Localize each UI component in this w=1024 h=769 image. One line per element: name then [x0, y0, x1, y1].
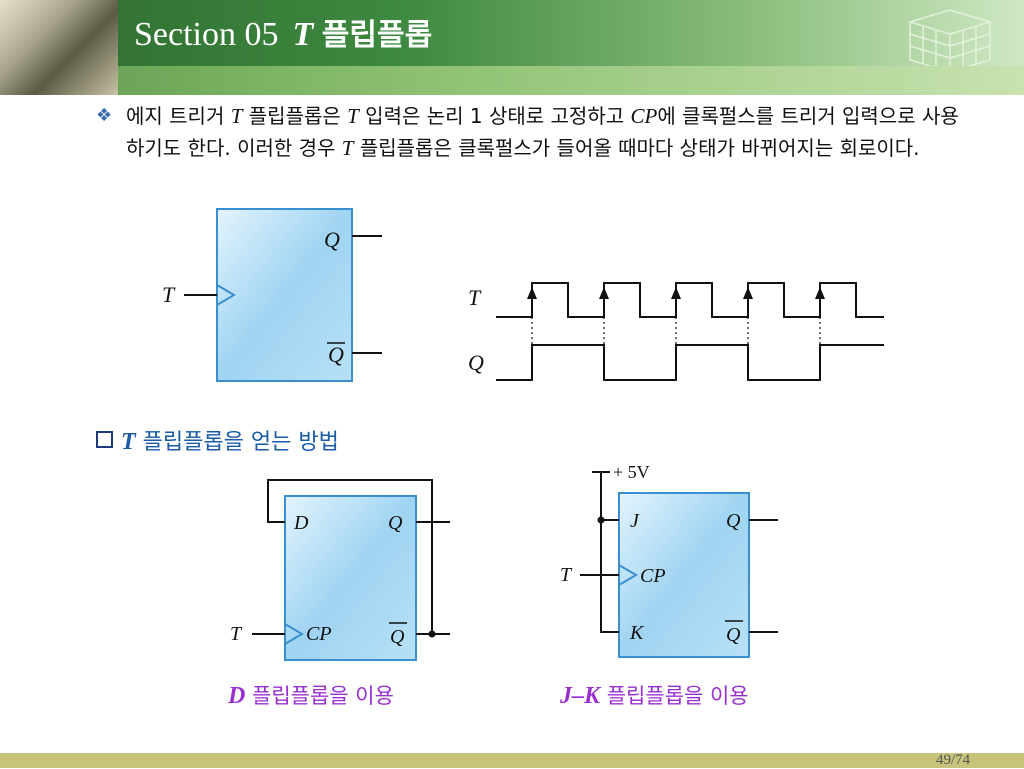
clock-waveform: [496, 282, 884, 318]
header-band: [0, 0, 1024, 66]
var-t: T: [347, 104, 359, 128]
var-cp: CP: [630, 104, 658, 128]
slide-header: Section 05 T 플립플롭: [0, 0, 1024, 95]
page-number: 49/74: [936, 752, 971, 768]
caption-jk-var: J–K: [560, 683, 601, 709]
feedback-wire: [267, 479, 433, 634]
text-part: 입력은 논리 1 상태로 고정하고: [358, 104, 631, 128]
caption-jk: J–K 플립플롭을 이용: [560, 680, 749, 710]
var-t: T: [230, 104, 243, 128]
label-q: Q: [726, 510, 741, 532]
label-q: Q: [324, 227, 340, 252]
text-part: 플립플롭은: [242, 104, 348, 128]
label-t: T: [230, 623, 243, 645]
caption-d-text: 플립플롭을 이용: [245, 684, 394, 708]
header-strip: [0, 66, 1024, 95]
clock-triangle-icon: [284, 623, 304, 645]
header-photo-image: [0, 0, 118, 95]
subheading: T 플립플롭을 얻는 방법: [96, 424, 339, 456]
label-q-bar: Q: [726, 624, 741, 646]
bullet-text: 에지 트리거 T 플립플롭은 T 입력은 논리 1 상태로 고정하고 CP에 클…: [126, 100, 976, 164]
flipflop-block: [284, 495, 417, 661]
t-flipflop-diagram: T Q Q: [162, 208, 382, 382]
flipflop-block: [618, 492, 750, 658]
label-j: J: [630, 510, 640, 532]
supply-wire: [600, 472, 619, 633]
label-d: D: [293, 512, 309, 534]
jk-flipflop-diagram: + 5V T J CP K Q Q: [560, 462, 778, 658]
var-t: T: [341, 136, 354, 160]
label-supply: + 5V: [613, 462, 650, 482]
label-k: K: [629, 622, 645, 644]
label-t: T: [560, 564, 573, 586]
q-waveform: [496, 344, 884, 381]
junction-dot: [597, 516, 605, 524]
rising-edge-arrow-icon: [815, 287, 825, 299]
caption-jk-text: 플립플롭을 이용: [600, 684, 749, 708]
cube-decoration-icon: [907, 9, 993, 66]
label-cp: CP: [640, 565, 666, 587]
flipflop-block: [216, 208, 353, 382]
checkbox-bullet-icon: [96, 431, 113, 448]
caption-d-var: D: [228, 683, 246, 709]
diamond-bullet-icon: ❖: [96, 105, 113, 126]
rising-edge-arrow-icon: [743, 287, 753, 299]
text-part: 에 클록펄스를 트리거 입력으로 사용하기도 한다. 이러한 경우: [126, 104, 959, 160]
label-t: T: [162, 282, 176, 307]
rising-edge-arrow-icon: [599, 287, 609, 299]
slide-title: Section 05 T 플립플롭: [134, 10, 432, 54]
timing-label-t: T: [468, 285, 482, 310]
subheading-var: T: [121, 429, 136, 455]
subheading-text: 플립플롭을 얻는 방법: [135, 430, 339, 455]
d-flipflop-diagram: T D CP Q Q: [230, 479, 450, 661]
clock-triangle-icon: [618, 564, 638, 586]
label-q-bar: Q: [328, 342, 344, 367]
footer-bar: [0, 753, 1024, 768]
title-text: 플립플롭: [321, 18, 433, 53]
rising-edge-arrow-icon: [527, 287, 537, 299]
label-cp: CP: [306, 623, 332, 645]
timing-diagram: T Q: [468, 282, 884, 381]
rising-edge-arrow-icon: [671, 287, 681, 299]
label-q: Q: [388, 512, 403, 534]
label-q-bar: Q: [390, 626, 405, 648]
text-part: 플립플롭은 클록펄스가 들어올 때마다 상태가 바뀌어지는 회로이다.: [353, 136, 920, 160]
section-label: Section 05: [134, 16, 279, 53]
text-part: 에지 트리거: [126, 104, 231, 128]
timing-label-q: Q: [468, 350, 484, 375]
caption-d: D 플립플롭을 이용: [228, 680, 394, 710]
clock-triangle-icon: [216, 284, 236, 306]
title-variable: T: [292, 16, 314, 53]
junction-dot: [428, 630, 436, 638]
